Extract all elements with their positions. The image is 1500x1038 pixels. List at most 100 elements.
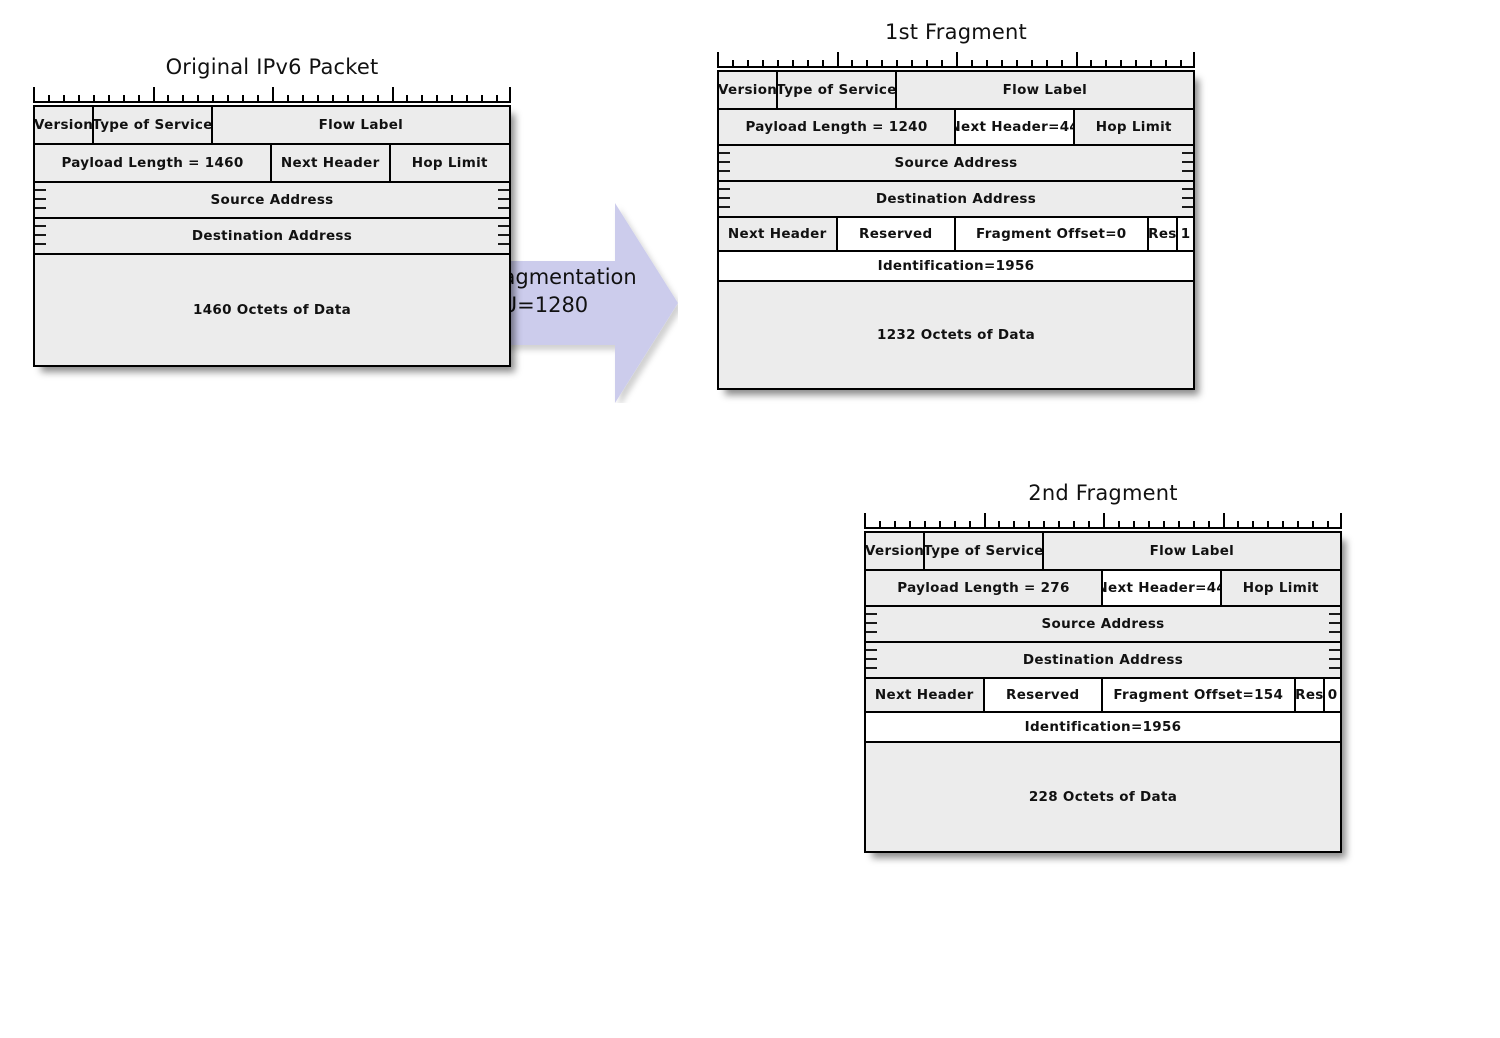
bit-ruler-tick-19 [1147,521,1150,529]
continuation-marks-right-icon [498,189,509,211]
bit-ruler-tick-2 [746,60,749,68]
block-arrow-icon [422,203,678,403]
bit-ruler-tick-18 [301,95,304,103]
bit-ruler-tick-3 [908,521,911,529]
packet-title-fragment-2: 2nd Fragment [1028,481,1178,505]
field-version: Version [35,107,95,143]
bit-ruler-tick-6 [953,521,956,529]
field-reserved: Reserved [837,218,956,250]
field-destination-address: Destination Address [866,643,1340,677]
bit-ruler-tick-9 [998,521,1001,529]
field-label: Flow Label [318,117,404,133]
bit-ruler-tick-4 [92,95,95,103]
continuation-marks-left-icon [866,613,877,635]
bit-ruler-tick-13 [1058,521,1061,529]
packet-row-fragment-2-row-6: Identification=1956 [866,713,1340,743]
bit-ruler-tick-10 [1013,521,1016,529]
field-label: Hop Limit [411,155,488,171]
bit-ruler-tick-28 [1282,521,1285,529]
bit-ruler-tick-22 [1192,521,1195,529]
field-label: Reserved [859,226,933,242]
field-type-of-service: Type of Service [778,72,897,108]
continuation-marks-right-icon [1182,188,1193,210]
field-label: Res [1148,226,1177,242]
field-label: Flow Label [1149,543,1235,559]
bit-ruler-tick-15 [257,95,260,103]
field-res: Res [1295,679,1326,711]
field-reserved: Reserved [984,679,1103,711]
bit-ruler-tick-15 [941,60,944,68]
bit-ruler-tick-18 [985,60,988,68]
field-label: Next Header [727,226,827,242]
bit-ruler-tick-13 [227,95,230,103]
continuation-marks-right-icon [498,225,509,247]
field-type-of-service: Type of Service [94,107,213,143]
bit-ruler-tick-29 [466,95,469,103]
field-label: Type of Service [925,543,1044,559]
bit-ruler-tick-14 [242,95,245,103]
bit-ruler-tick-27 [436,95,439,103]
field-next-header: Next Header [866,679,985,711]
bit-ruler [717,52,1195,68]
field-label: Hop Limit [1095,119,1172,135]
bit-ruler-tick-18 [1132,521,1135,529]
bit-ruler-tick-9 [851,60,854,68]
field-label: Destination Address [191,228,353,244]
bit-ruler-tick-6 [806,60,809,68]
field-version: Version [719,72,779,108]
bit-ruler-tick-11 [881,60,884,68]
bit-ruler-tick-8 [983,513,986,529]
field-next-header-44: Next Header=44 [1103,571,1222,605]
field-label: 1460 Octets of Data [193,302,351,318]
field-label: Payload Length = 1240 [745,119,928,135]
field-label: 0 [1327,687,1338,703]
packet-row-fragment-1-row-6: Identification=1956 [719,252,1193,282]
field-label: Type of Service [94,117,213,133]
bit-ruler-tick-1 [731,60,734,68]
bit-ruler-tick-5 [791,60,794,68]
continuation-marks-left-icon [35,225,46,247]
continuation-marks-right-icon [1182,152,1193,174]
field-label: Next Header [280,155,380,171]
bit-ruler-tick-19 [316,95,319,103]
bit-ruler-tick-21 [1177,521,1180,529]
bit-ruler-tick-27 [1120,60,1123,68]
field-label: 1 [1180,226,1191,242]
bit-ruler-tick-20 [331,95,334,103]
packet-row-fragment-2-row-7: 228 Octets of Data [866,743,1340,851]
bit-ruler-tick-24 [391,87,394,103]
field-destination-address: Destination Address [719,182,1193,216]
field-label: Version [719,82,778,98]
bit-ruler-tick-8 [836,52,839,68]
bit-ruler-tick-12 [212,95,215,103]
bit-ruler-tick-17 [286,95,289,103]
bit-ruler-tick-20 [1015,60,1018,68]
packet-row-fragment-1-row-3: Source Address [719,146,1193,182]
continuation-marks-left-icon [35,189,46,211]
bit-ruler-tick-0 [717,52,719,68]
packet-row-fragment-2-row-5: Next Header Reserved Fragment Offset=154 Re… [866,679,1340,713]
bit-ruler-tick-0 [33,87,35,103]
bit-ruler-tick-8 [152,87,155,103]
bit-ruler-tick-17 [970,60,973,68]
packet-row-fragment-2-row-4: Destination Address [866,643,1340,679]
bit-ruler-tick-2 [62,95,65,103]
field-label: Version [866,543,925,559]
field-label: Fragment Offset=154 [1113,687,1284,703]
field-label: Reserved [1006,687,1080,703]
bit-ruler-tick-14 [1073,521,1076,529]
field-label: Version [35,117,94,133]
field-label: Next Header=44 [1103,580,1222,596]
bit-ruler-tick-1 [47,95,50,103]
field-label: Destination Address [875,191,1037,207]
field-label: Destination Address [1022,652,1184,668]
field-flow-label: Flow Label [1043,533,1340,569]
bit-ruler-tick-13 [911,60,914,68]
bit-ruler-tick-32 [509,87,511,103]
bit-ruler-tick-14 [926,60,929,68]
